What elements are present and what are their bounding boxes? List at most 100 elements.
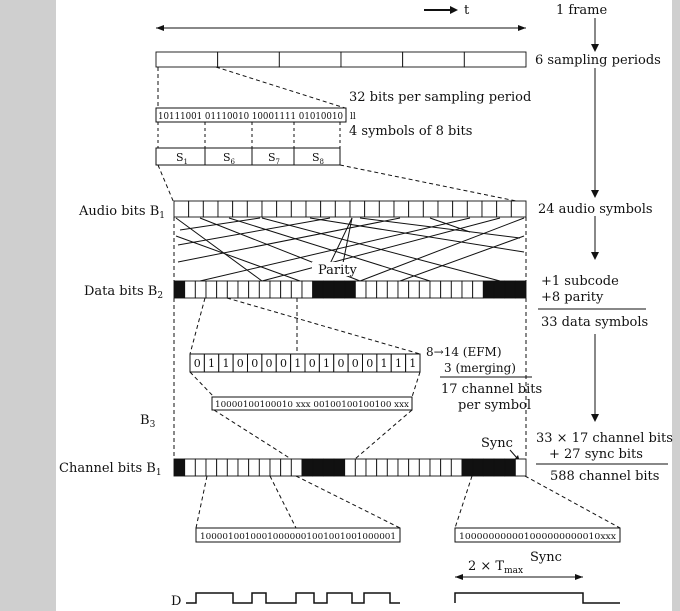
channel-symbol-cell: [493, 458, 506, 477]
data-symbol-cell: [440, 280, 452, 299]
parity-label-bg: [312, 262, 360, 276]
data-symbol-cell: [290, 280, 303, 299]
parity-label: Parity: [318, 263, 358, 278]
channel-symbol-cell: [354, 458, 367, 477]
audio-symbol-cell: [510, 200, 527, 218]
right-margin-band: [672, 0, 680, 611]
merging-label: 3 (merging): [444, 361, 516, 375]
data-symbol-bit: 1: [222, 357, 229, 370]
channel-sample-bits: 10000100100010000001001001001000001: [200, 532, 396, 542]
left-margin-band: [0, 0, 56, 611]
channel-symbol-cell: [194, 458, 207, 477]
data-symbol-bit: 1: [409, 357, 416, 370]
d-waveform-right: [454, 592, 620, 604]
audio-symbol-cell: [232, 200, 248, 218]
channel-symbol-cell: [344, 458, 356, 477]
data-symbol-cell: [461, 280, 474, 299]
channel-symbol-cell: [248, 458, 260, 477]
data-symbol-bit: 0: [237, 357, 244, 370]
audio-symbol-cell: [466, 200, 483, 218]
audio-symbol-cell: [276, 200, 292, 218]
data-symbol-bit: 0: [194, 357, 201, 370]
d-label: D: [171, 594, 181, 609]
data-symbol-cell: [344, 280, 356, 299]
d-waveform-left: [186, 592, 400, 604]
data-symbol-cell: [493, 280, 506, 299]
data-symbol-bit: 0: [366, 357, 373, 370]
channel-symbol-cell: [408, 458, 420, 477]
data-symbol-bit-cell: [405, 353, 421, 373]
symbol-s6: S6: [223, 151, 236, 166]
channel-symbol-cell: [333, 458, 346, 477]
symbol-s8: S8: [312, 151, 324, 166]
sampling-period-cell: [340, 51, 404, 68]
data-symbol-cell: [248, 280, 260, 299]
time-axis-label: t: [464, 3, 470, 18]
sampling-bits-tail: ll: [350, 112, 356, 122]
channel-symbol-cell: [386, 458, 399, 477]
data-symbol-cell: [514, 280, 527, 299]
channel-bits-per-symbol-label-2: per symbol: [458, 398, 531, 413]
audio-symbol-cell: [422, 200, 439, 218]
channel-symbol-cell: [472, 458, 484, 477]
sync-bits-box: [454, 527, 621, 543]
data-symbol-bit: 1: [208, 357, 215, 370]
sampling-period-cell: [217, 51, 280, 68]
frame-label: 1 frame: [556, 3, 608, 18]
channel-symbol-cell: [173, 458, 186, 477]
audio-symbol-cell: [305, 200, 322, 218]
symbol-s1: S1: [176, 151, 188, 166]
audio-symbol-cell: [364, 200, 380, 218]
time-arrow: t: [424, 3, 470, 18]
data-symbol-cell: [322, 280, 335, 299]
audio-bits-row: [173, 200, 527, 218]
audio-symbol-cell: [481, 200, 498, 218]
channel-symbol-cell: [322, 458, 335, 477]
data-symbol-cell: [333, 280, 346, 299]
channel-symbol-cell: [216, 458, 228, 477]
channel-symbol-cell: [429, 458, 442, 477]
data-bits-row: [173, 280, 527, 299]
channel-symbol-cell: [184, 458, 196, 477]
channel-sample-box: [195, 527, 401, 543]
channel-total-label: 588 channel bits: [550, 469, 659, 484]
efm-bits: 10000100100010 xxx 00100100100100 xxx: [215, 400, 409, 410]
symbols-dividers: [204, 148, 295, 165]
channel-symbol-cell: [504, 458, 516, 477]
data-symbol-bit: 0: [309, 357, 316, 370]
audio-bits-label: Audio bits B1: [78, 204, 165, 221]
channel-symbol-cell: [397, 458, 410, 477]
channel-symbol-cell: [376, 458, 388, 477]
audio-symbol-cell: [202, 200, 219, 218]
channel-symbol-cell: [269, 458, 282, 477]
flow-arrows: [591, 18, 599, 422]
sync-label: Sync: [481, 436, 513, 451]
tmax-arrow: [455, 574, 583, 580]
channel-symbol-cell: [290, 458, 303, 477]
bits-per-period-label: 32 bits per sampling period: [349, 90, 531, 105]
channel-symbol-cell: [205, 458, 218, 477]
symbol-split-lines: [157, 122, 341, 148]
data-symbol-cell: [354, 280, 367, 299]
audio-symbol-cell: [452, 200, 468, 218]
audio-symbol-cell: [173, 200, 190, 218]
audio-symbol-cell: [496, 200, 512, 218]
sampling-period-cell: [402, 51, 465, 68]
data-symbol-bit: 1: [323, 357, 330, 370]
data-symbol-bit: 0: [251, 357, 258, 370]
subcode-label: +1 subcode: [541, 274, 619, 289]
data-symbol-cell: [482, 280, 495, 299]
data-symbol-bit: 0: [337, 357, 344, 370]
data-symbol-cell: [376, 280, 388, 299]
data-symbol-cell: [269, 280, 282, 299]
audio-symbol-cell: [320, 200, 336, 218]
data-symbol-cell: [504, 280, 516, 299]
frame-span: [156, 25, 526, 31]
channel-calc-label-1: 33 × 17 channel bits: [536, 431, 673, 446]
data-symbol-cell: [194, 280, 207, 299]
audio-symbol-cell: [290, 200, 307, 218]
sampling-periods-row: [155, 51, 527, 68]
audio-symbol-cell: [188, 200, 204, 218]
